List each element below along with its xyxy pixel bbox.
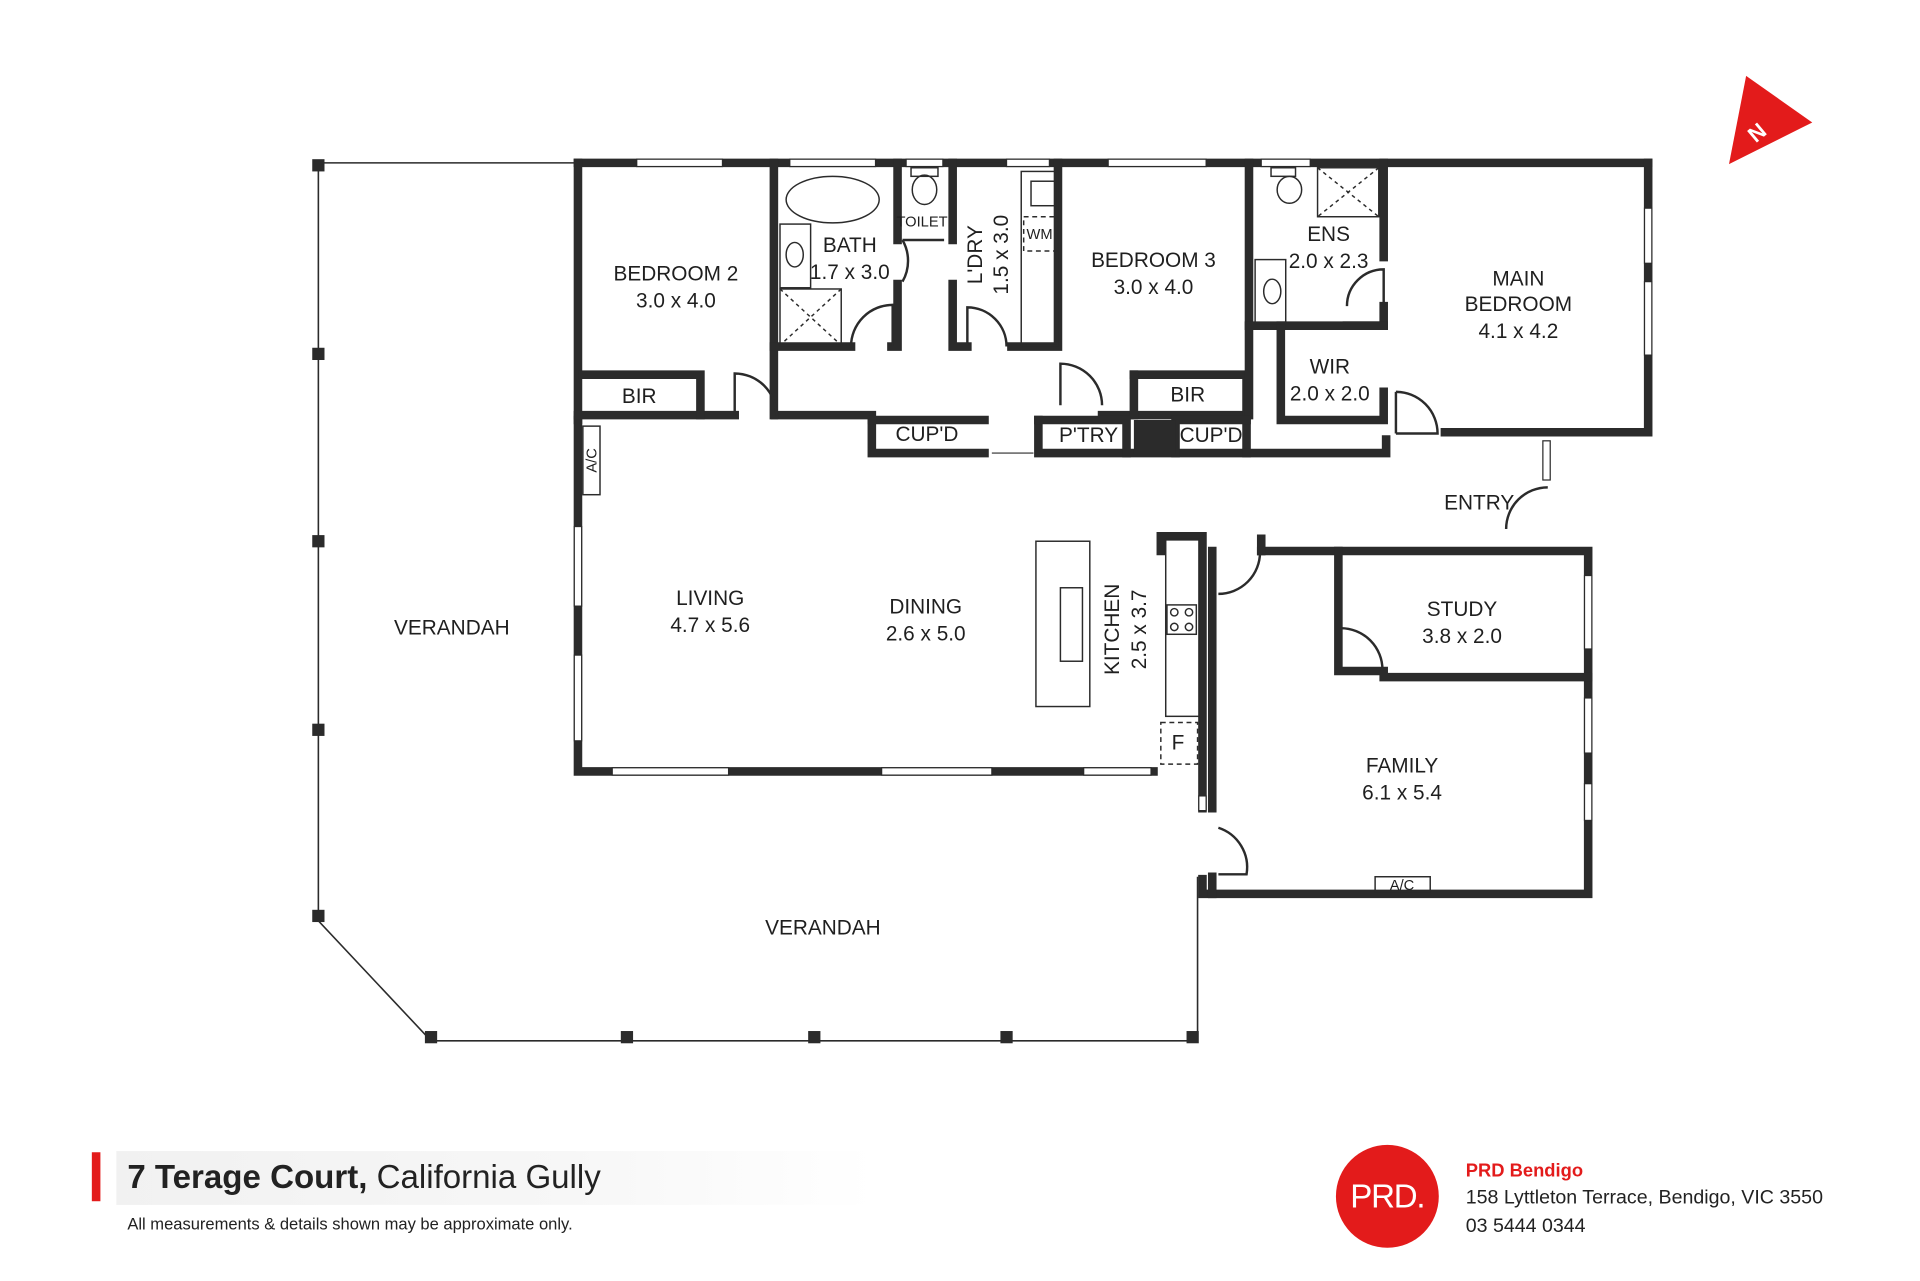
fixtures bbox=[582, 167, 1431, 893]
toilet-icon bbox=[911, 174, 938, 206]
ac-living-label: A/C bbox=[584, 448, 600, 473]
kitchen-sink-icon bbox=[1059, 587, 1084, 662]
bedroom2-size: 3.0 x 4.0 bbox=[636, 289, 716, 312]
study-name: STUDY bbox=[1427, 598, 1498, 621]
kitchen-bench-icon bbox=[1164, 538, 1201, 718]
family-size: 6.1 x 5.4 bbox=[1362, 782, 1442, 805]
bath-vanity-icon bbox=[779, 223, 812, 289]
entry-name: ENTRY bbox=[1444, 491, 1514, 514]
main-bedroom-size: 4.1 x 4.2 bbox=[1478, 320, 1558, 343]
room-labels: BEDROOM 2 3.0 x 4.0 BATH 1.7 x 3.0 TOILE… bbox=[394, 215, 1572, 940]
verandah-side-name: VERANDAH bbox=[394, 616, 510, 639]
ac-unit-family-icon bbox=[1374, 876, 1431, 893]
fridge-label: F bbox=[1172, 731, 1185, 754]
verandah-front-name: VERANDAH bbox=[765, 916, 881, 939]
cupd-left-name: CUP'D bbox=[895, 423, 958, 446]
verandah-outline bbox=[317, 162, 1199, 1042]
living-size: 4.7 x 5.6 bbox=[670, 614, 750, 637]
toilet-cistern-icon bbox=[910, 167, 939, 178]
windows bbox=[573, 158, 1653, 822]
bath-shower-icon bbox=[779, 288, 842, 347]
walls bbox=[573, 158, 1653, 899]
bir-left-name: BIR bbox=[622, 385, 657, 408]
kitchen-name: KITCHEN bbox=[1101, 584, 1124, 675]
kitchen-island-icon bbox=[1035, 540, 1091, 708]
ens-cistern-icon bbox=[1270, 167, 1297, 178]
main-bedroom-name1: MAIN bbox=[1492, 267, 1544, 290]
pantry-name: P'TRY bbox=[1059, 424, 1118, 447]
main-bedroom-name2: BEDROOM bbox=[1465, 293, 1572, 316]
family-name: FAMILY bbox=[1366, 755, 1439, 778]
bedroom2-name: BEDROOM 2 bbox=[614, 262, 739, 285]
bir-right-name: BIR bbox=[1170, 384, 1205, 407]
laundry-size: 1.5 x 3.0 bbox=[990, 215, 1013, 295]
wir-name: WIR bbox=[1310, 355, 1350, 378]
ac-family-label: A/C bbox=[1390, 878, 1415, 894]
compass: N bbox=[1728, 75, 1813, 165]
dining-size: 2.6 x 5.0 bbox=[886, 622, 966, 645]
verandah-posts bbox=[312, 159, 1199, 1044]
laundry-bench-icon bbox=[1020, 170, 1059, 347]
ens-toilet-icon bbox=[1276, 175, 1303, 205]
ens-name: ENS bbox=[1307, 223, 1350, 246]
living-name: LIVING bbox=[676, 587, 744, 610]
washing-machine-icon bbox=[1022, 216, 1059, 252]
cooktop-icon bbox=[1166, 604, 1198, 636]
laundry-name: L'DRY bbox=[964, 225, 987, 284]
cupd-right-name: CUP'D bbox=[1180, 424, 1243, 447]
bath-name: BATH bbox=[823, 234, 877, 257]
kitchen-size: 2.5 x 3.7 bbox=[1128, 590, 1151, 670]
wir-size: 2.0 x 2.0 bbox=[1290, 382, 1370, 405]
bedroom3-size: 3.0 x 4.0 bbox=[1114, 276, 1194, 299]
ens-size: 2.0 x 2.3 bbox=[1289, 250, 1369, 273]
chimney-block bbox=[1133, 420, 1176, 455]
toilet-name: TOILET bbox=[896, 215, 947, 231]
dining-name: DINING bbox=[889, 595, 962, 618]
ens-shower-icon bbox=[1316, 167, 1380, 218]
fridge-space-icon bbox=[1160, 721, 1199, 765]
ens-vanity-icon bbox=[1254, 258, 1287, 325]
bedroom3-name: BEDROOM 3 bbox=[1091, 249, 1216, 272]
wm-label: WM bbox=[1027, 227, 1053, 243]
north-arrow-icon bbox=[1728, 75, 1813, 165]
doors bbox=[733, 162, 1548, 876]
bathtub-icon bbox=[785, 175, 880, 224]
ac-unit-living-icon bbox=[582, 425, 601, 496]
laundry-tub-icon bbox=[1030, 180, 1057, 207]
bath-size: 1.7 x 3.0 bbox=[810, 261, 890, 284]
study-size: 3.8 x 2.0 bbox=[1422, 625, 1502, 648]
